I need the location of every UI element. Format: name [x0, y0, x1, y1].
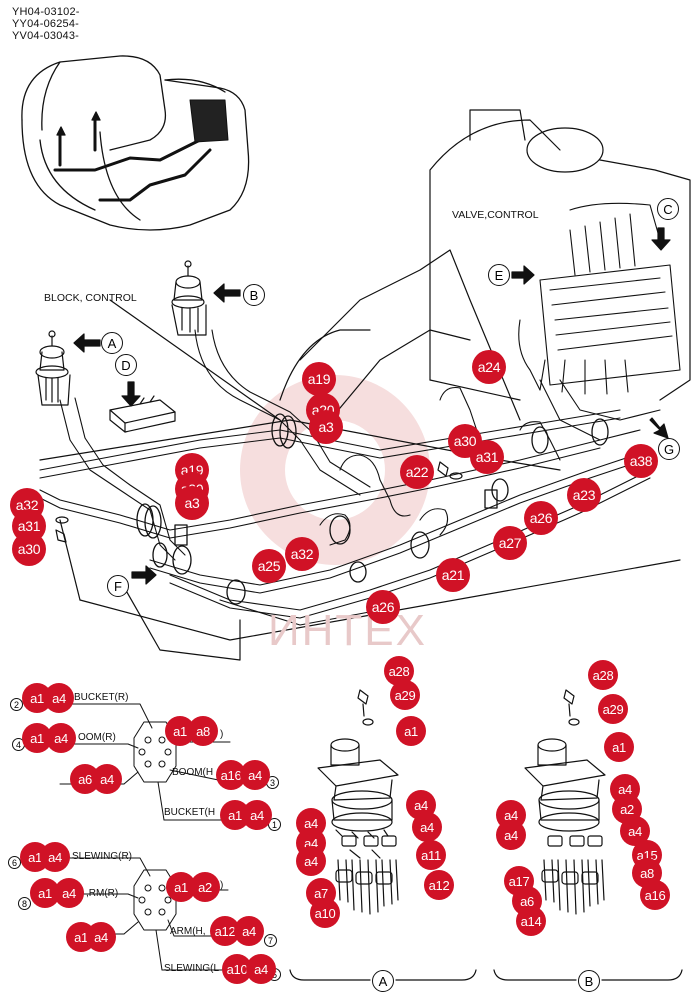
callout-vb-a4-l2[interactable]: a4: [496, 820, 526, 850]
view-letter-c: C: [657, 198, 679, 220]
exploded-valve-a: [317, 689, 399, 915]
callout-a22[interactable]: a22: [400, 455, 434, 489]
callout-a38[interactable]: a38: [624, 444, 658, 478]
watermark-text: ИНТЕХ: [268, 606, 427, 655]
callout-a30-left[interactable]: a30: [12, 532, 46, 566]
port-number-4: 4: [12, 738, 25, 751]
callout-vb-a1[interactable]: a1: [604, 732, 634, 762]
port-label-slewing-r: SLEWING(R): [72, 851, 132, 862]
label-valve-control: VALVE,CONTROL: [452, 209, 539, 221]
view-letter-d: D: [115, 354, 137, 376]
callout-a24[interactable]: a24: [472, 350, 506, 384]
pilot-valve-right: [171, 260, 207, 336]
port-label-right-paren: ): [220, 729, 224, 740]
callout-pd2-a1-right[interactable]: a1: [166, 872, 196, 902]
section-letter-a: A: [372, 970, 394, 992]
callout-pd1-a4-mid[interactable]: a4: [92, 764, 122, 794]
callout-pd2-a4-slewl[interactable]: a4: [246, 954, 276, 984]
callout-a21[interactable]: a21: [436, 558, 470, 592]
callout-vb-a14[interactable]: a14: [516, 906, 546, 936]
callout-a26-lower[interactable]: a26: [366, 590, 400, 624]
callout-a25[interactable]: a25: [252, 549, 286, 583]
hose-clamps: [136, 413, 609, 605]
callout-pd1-a4-bucketh[interactable]: a4: [242, 800, 272, 830]
view-letter-a: A: [101, 332, 123, 354]
exploded-valve-b: [524, 689, 606, 915]
pilot-valve-left: [35, 330, 71, 406]
callout-a32[interactable]: a32: [285, 537, 319, 571]
block-control: [109, 395, 176, 433]
callout-vb-a29[interactable]: a29: [598, 694, 628, 724]
port-number-2: 2: [10, 698, 23, 711]
callout-a31[interactable]: a31: [470, 440, 504, 474]
thumbnail-machine: [21, 55, 250, 231]
serial-number-1: YH04-03102-: [12, 6, 80, 18]
callout-va-a10[interactable]: a10: [310, 898, 340, 928]
callout-va-a11[interactable]: a11: [416, 840, 446, 870]
port-label-arm-r: ,RM(R): [86, 888, 119, 899]
label-block-control: BLOCK, CONTROL: [44, 292, 137, 304]
serial-number-3: YV04-03043-: [12, 30, 80, 42]
callout-pd1-a4-boomh[interactable]: a4: [240, 760, 270, 790]
callout-pd1-a8[interactable]: a8: [188, 716, 218, 746]
mid-bolt: [437, 461, 463, 480]
callout-va-a4-r2[interactable]: a4: [412, 812, 442, 842]
callout-a23[interactable]: a23: [567, 478, 601, 512]
callout-vb-a28[interactable]: a28: [588, 660, 618, 690]
callout-pd2-a2[interactable]: a2: [190, 872, 220, 902]
callout-pd1-a4-boom[interactable]: a4: [46, 723, 76, 753]
callout-a19[interactable]: a19: [302, 362, 336, 396]
port-label-boom-r: OOM(R): [78, 732, 116, 743]
port-label-boom-h: BOOM(H: [172, 767, 214, 778]
port-number-7: 7: [264, 934, 277, 947]
callout-pd2-a4-top[interactable]: a4: [40, 842, 70, 872]
port-label-bucket-r: BUCKET(R): [74, 692, 129, 703]
view-letter-g: G: [658, 438, 680, 460]
callout-vb-a16[interactable]: a16: [640, 880, 670, 910]
section-letter-b: B: [578, 970, 600, 992]
port-label-bucket-h: BUCKET(H: [164, 807, 216, 818]
left-bolt: [55, 516, 69, 543]
view-letter-b: B: [243, 284, 265, 306]
callout-a26[interactable]: a26: [524, 501, 558, 535]
port-number-8: 8: [18, 897, 31, 910]
callout-a3[interactable]: a3: [309, 410, 343, 444]
callout-a27[interactable]: a27: [493, 526, 527, 560]
callout-va-a12[interactable]: a12: [424, 870, 454, 900]
callout-va-a1[interactable]: a1: [396, 716, 426, 746]
port-label-slewing-l: SLEWING(L: [164, 963, 220, 974]
callout-pd2-a4-armh[interactable]: a4: [234, 916, 264, 946]
serial-number-2: YY04-06254-: [12, 18, 80, 30]
control-valve-block: [518, 202, 681, 395]
callout-pd2-a4-bottom[interactable]: a4: [86, 922, 116, 952]
section-brackets: [289, 969, 683, 981]
callout-va-a29[interactable]: a29: [390, 680, 420, 710]
port-label-arm-h: ARM(H,: [170, 926, 206, 937]
view-letter-f: F: [107, 575, 129, 597]
port-diagram-2: [39, 857, 251, 971]
callout-pd2-a4-arm[interactable]: a4: [54, 878, 84, 908]
view-arrows: [73, 227, 671, 585]
callout-va-a4-l3[interactable]: a4: [296, 846, 326, 876]
callout-pd1-a4-top[interactable]: a4: [44, 683, 74, 713]
callout-a3-left[interactable]: a3: [175, 486, 209, 520]
port-label-right-paren-2: ): [220, 880, 224, 891]
view-letter-e: E: [488, 264, 510, 286]
